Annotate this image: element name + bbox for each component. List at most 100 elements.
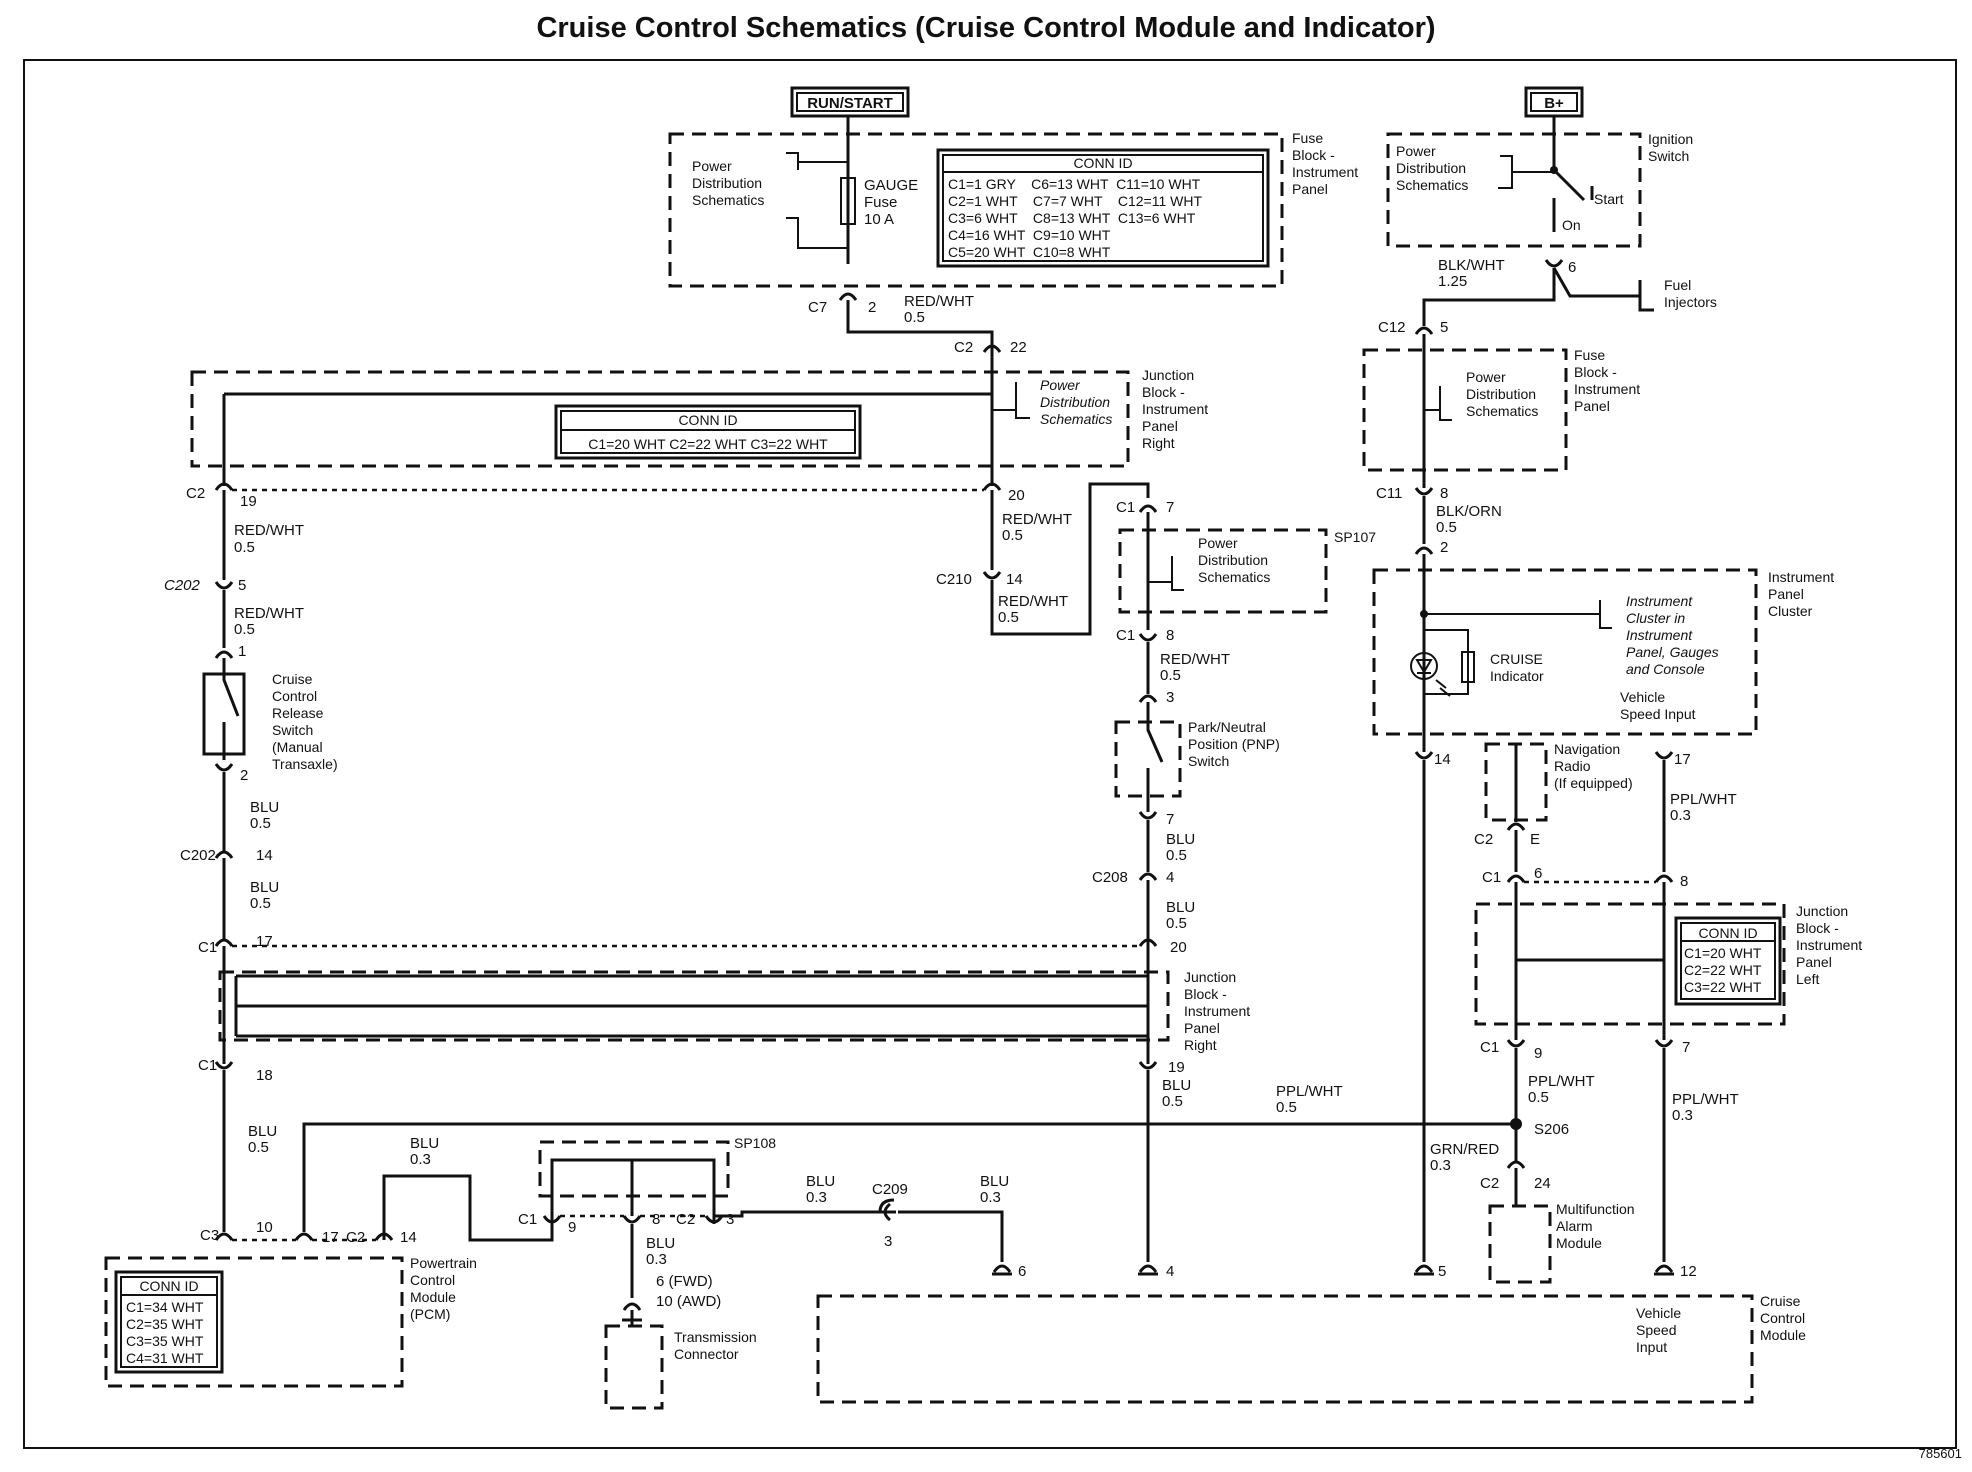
svg-text:0.5: 0.5	[1276, 1099, 1297, 1116]
multifunction-alarm-module: Multifunction Alarm Module	[1488, 1168, 1635, 1284]
svg-text:3: 3	[726, 1211, 734, 1228]
svg-text:C2: C2	[1474, 831, 1493, 848]
svg-text:C202: C202	[180, 847, 216, 864]
svg-text:7: 7	[1682, 1039, 1690, 1056]
svg-text:24: 24	[1534, 1175, 1551, 1192]
svg-text:4: 4	[1166, 1263, 1174, 1280]
svg-text:On: On	[1562, 217, 1581, 233]
svg-text:C209: C209	[872, 1181, 908, 1198]
svg-text:20: 20	[1008, 487, 1025, 504]
jb-right-mid-title: Junction Block - Instrument Panel Right	[1184, 969, 1254, 1053]
svg-text:22: 22	[1010, 339, 1027, 356]
left-branch-wire: RED/WHT 0.5 C202 5 RED/WHT 0.5 1	[164, 490, 304, 660]
ignition-switch: Power Distribution Schematics Start On I…	[1386, 116, 1693, 248]
svg-text:3: 3	[884, 1233, 892, 1250]
svg-text:BLU: BLU	[980, 1173, 1009, 1190]
jb-left-conn-id-table	[1674, 916, 1782, 1006]
svg-text:RED/WHT: RED/WHT	[998, 593, 1068, 610]
junction-block-right-top: Power Distribution Schematics CONN ID C1…	[190, 352, 1212, 486]
svg-text:2: 2	[240, 767, 248, 784]
jb-right-top-title: Junction Block - Instrument Panel Right	[1142, 367, 1212, 451]
b-plus-label: B+	[1544, 95, 1564, 112]
cruise-indicator-lamp-icon	[1410, 652, 1438, 680]
svg-text:8: 8	[1166, 627, 1174, 644]
ignition-pds-text: Power Distribution Schematics	[1396, 143, 1470, 193]
svg-text:SP107: SP107	[1334, 529, 1376, 545]
svg-text:7: 7	[1166, 811, 1174, 828]
svg-text:0.3: 0.3	[806, 1189, 827, 1206]
svg-text:PPL/WHT: PPL/WHT	[1670, 791, 1737, 808]
svg-text:S206: S206	[1534, 1121, 1569, 1138]
svg-text:17: 17	[1674, 751, 1691, 768]
fuse-block-title: Fuse Block - Instrument Panel	[1292, 130, 1362, 197]
svg-text:3: 3	[1166, 689, 1174, 706]
svg-text:10: 10	[256, 1219, 273, 1236]
svg-text:C2: C2	[1480, 1175, 1499, 1192]
svg-text:PPL/WHT: PPL/WHT	[1276, 1083, 1343, 1100]
powertrain-control-module: CONN ID C1=34 WHT C2=35 WHT C3=35 WHT C4…	[104, 1255, 477, 1388]
svg-text:0.5: 0.5	[234, 621, 255, 638]
svg-text:0.3: 0.3	[1430, 1157, 1451, 1174]
svg-text:20: 20	[1170, 939, 1187, 956]
svg-text:0.3: 0.3	[1670, 807, 1691, 824]
svg-text:1: 1	[238, 643, 246, 660]
svg-text:6: 6	[1534, 865, 1542, 882]
svg-text:PPL/WHT: PPL/WHT	[1672, 1091, 1739, 1108]
svg-text:C2: C2	[676, 1211, 695, 1228]
fuse-block-pds-text: Power Distribution Schematics	[692, 158, 766, 208]
svg-text:12: 12	[1680, 1263, 1697, 1280]
svg-text:BLK/ORN: BLK/ORN	[1436, 503, 1502, 520]
svg-text:E: E	[1530, 831, 1540, 848]
svg-text:0.3: 0.3	[1672, 1107, 1693, 1124]
svg-text:C11: C11	[1376, 485, 1402, 502]
transmission-connector-label: Transmission Connector	[674, 1329, 761, 1362]
svg-text:RED/WHT: RED/WHT	[904, 293, 974, 310]
svg-text:0.5: 0.5	[250, 895, 271, 912]
diagram-border	[23, 59, 1957, 1449]
page-title: Cruise Control Schematics (Cruise Contro…	[536, 12, 1436, 44]
jb-right-top-pds-text: Power Distribution Schematics	[1040, 377, 1114, 427]
instrument-panel-cluster: CRUISE Indicator Instrument Cluster in I…	[1372, 554, 1834, 752]
svg-text:C1: C1	[198, 1057, 217, 1074]
svg-text:5: 5	[238, 577, 246, 594]
svg-text:18: 18	[256, 1067, 273, 1084]
svg-text:CONN ID: CONN ID	[1698, 925, 1757, 941]
svg-text:0.5: 0.5	[1160, 667, 1181, 684]
fuse-right-title: Fuse Block - Instrument Panel	[1574, 347, 1644, 414]
fuse-block-instrument-panel-right: Power Distribution Schematics Fuse Block…	[1362, 334, 1644, 488]
svg-text:C208: C208	[1092, 869, 1128, 886]
svg-text:GRN/RED: GRN/RED	[1430, 1141, 1499, 1158]
svg-text:BLU: BLU	[1162, 1077, 1191, 1094]
svg-text:BLU: BLU	[1166, 899, 1195, 916]
ccm-vsi-label: Vehicle Speed Input	[1636, 1305, 1685, 1355]
fuse-block-conn-id-header: CONN ID	[1073, 155, 1132, 171]
svg-text:6: 6	[1568, 259, 1576, 276]
junction-block-left: CONN ID C1=20 WHT C2=22 WHT C3=22 WHT Ju…	[1474, 882, 1862, 1040]
junction-block-right-mid: Junction Block - Instrument Panel Right	[218, 946, 1254, 1064]
svg-text:CONN ID: CONN ID	[139, 1278, 198, 1294]
run-start-label: RUN/START	[807, 95, 893, 112]
svg-text:PPL/WHT: PPL/WHT	[1528, 1073, 1595, 1090]
svg-text:C7: C7	[808, 299, 827, 316]
svg-text:BLU: BLU	[250, 799, 279, 816]
ccm-title: Cruise Control Module	[1760, 1293, 1809, 1343]
svg-text:0.3: 0.3	[980, 1189, 1001, 1206]
svg-text:14: 14	[1434, 751, 1451, 768]
svg-text:0.5: 0.5	[998, 609, 1019, 626]
fuel-injectors-label: Fuel Injectors	[1664, 277, 1717, 310]
svg-text:19: 19	[240, 493, 257, 510]
pnp-switch: Park/Neutral Position (PNP) Switch	[1114, 702, 1280, 812]
svg-text:4: 4	[1166, 869, 1174, 886]
svg-text:SP108: SP108	[734, 1135, 776, 1151]
svg-text:7: 7	[1166, 499, 1174, 516]
svg-text:0.3: 0.3	[410, 1151, 431, 1168]
cruise-indicator-label: CRUISE Indicator	[1490, 651, 1547, 684]
svg-text:8: 8	[1440, 485, 1448, 502]
svg-text:Start: Start	[1594, 191, 1624, 207]
svg-text:BLU: BLU	[1166, 831, 1195, 848]
svg-text:C1=20 WHT C2=22 WHT C3=22 WH: C1=20 WHT C2=22 WHT C3=22 WHT	[588, 436, 828, 452]
svg-text:C1: C1	[198, 939, 217, 956]
fuse-right-pds-text: Power Distribution Schematics	[1466, 369, 1540, 419]
gauge-fuse-icon	[840, 177, 856, 225]
